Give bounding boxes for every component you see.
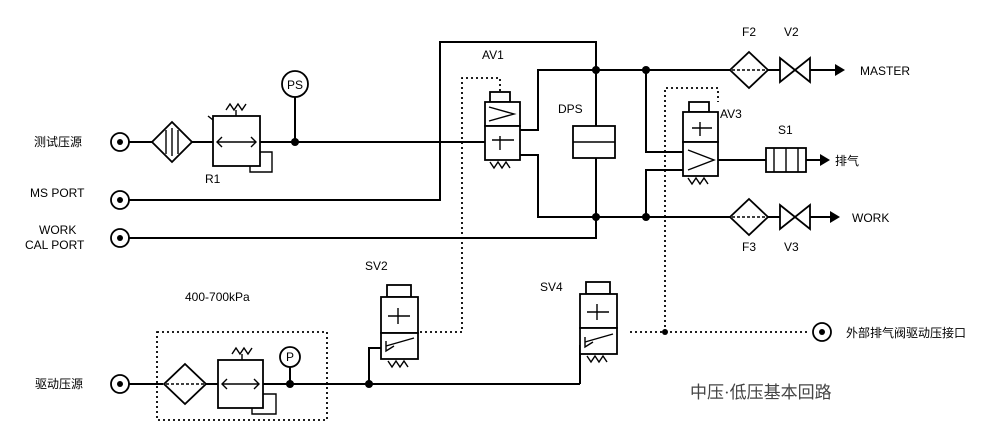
label-drive-source: 驱动压源: [35, 377, 83, 391]
filter-icon-test: [150, 120, 194, 164]
port-work-cal: [110, 228, 130, 248]
pressure-gauge-p: [279, 346, 301, 368]
valve-icon-v2: [779, 56, 845, 84]
air-valve-icon-av3: [682, 101, 719, 186]
label-v2: V2: [784, 25, 799, 39]
label-work-cal-line2: CAL PORT: [25, 238, 85, 252]
label-ms-port: MS PORT: [30, 186, 85, 200]
filter-icon-f3: [728, 197, 770, 237]
label-master: MASTER: [860, 64, 910, 78]
port-ms: [110, 190, 130, 210]
junctions: [286, 66, 668, 388]
label-ps: PS: [287, 78, 303, 92]
regulator-icon-r1: [207, 102, 273, 173]
port-test-source: [110, 132, 130, 152]
piping: [128, 41, 835, 385]
label-sv4: SV4: [540, 280, 563, 294]
pilot-lines: [156, 77, 810, 421]
regulator-icon-drive: [217, 346, 277, 415]
label-v3: V3: [784, 240, 799, 254]
solenoid-valve-icon-sv2: [380, 284, 419, 369]
label-work: WORK: [852, 211, 889, 225]
dps-sensor: [572, 125, 616, 159]
label-av1: AV1: [482, 48, 504, 62]
label-p: P: [286, 350, 294, 364]
port-drive-source: [110, 374, 130, 394]
pressure-switch-ps: [281, 70, 309, 98]
air-valve-icon-av1: [484, 91, 521, 170]
label-sv2: SV2: [365, 259, 388, 273]
label-pressure-range: 400-700kPa: [185, 290, 250, 304]
filter-icon-drive: [162, 362, 208, 406]
silencer-icon-s1: [765, 147, 830, 173]
label-f3: F3: [742, 240, 756, 254]
label-r1: R1: [205, 172, 221, 186]
valve-icon-v3: [779, 203, 840, 231]
label-av3: AV3: [720, 107, 742, 121]
label-dps: DPS: [558, 102, 583, 116]
port-external-exhaust: [812, 322, 832, 342]
label-external-exhaust: 外部排气阀驱动压接口: [846, 325, 966, 340]
label-exhaust: 排气: [835, 153, 859, 168]
label-work-cal-line1: WORK: [39, 223, 76, 237]
diagram-title: 中压·低压基本回路: [690, 383, 832, 402]
filter-icon-f2: [728, 50, 770, 90]
label-test-source: 测试压源: [34, 134, 82, 149]
solenoid-valve-icon-sv4: [579, 281, 618, 364]
label-s1: S1: [778, 123, 793, 137]
label-f2: F2: [742, 25, 756, 39]
